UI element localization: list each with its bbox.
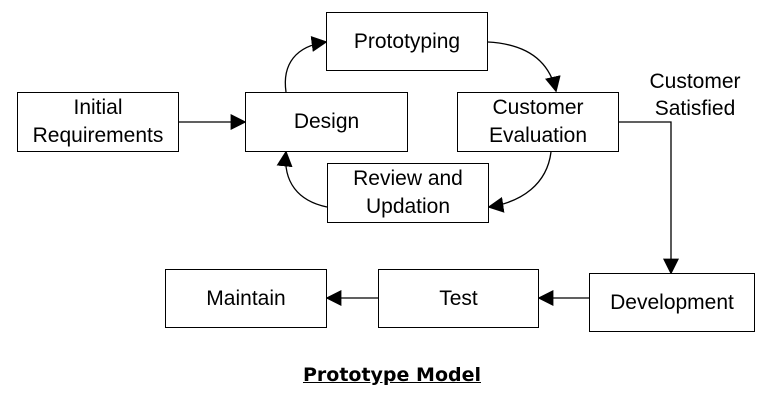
edge-label-customer-satisfied-line1: Customer bbox=[649, 70, 741, 93]
node-prototyping: Prototyping bbox=[326, 12, 488, 71]
node-initial-requirements: Initial Requirements bbox=[17, 92, 179, 152]
edge-label-customer-satisfied: Customer Satisfied bbox=[630, 68, 760, 122]
arrow-satisfied-to-development bbox=[619, 121, 679, 275]
node-initial-requirements-line2: Requirements bbox=[32, 124, 164, 147]
diagram-caption: Prototype Model bbox=[302, 364, 481, 386]
node-customer-evaluation-line2: Evaluation bbox=[488, 124, 588, 147]
node-test: Test bbox=[378, 269, 539, 328]
arrow-review-to-design bbox=[276, 150, 328, 208]
node-test-label: Test bbox=[439, 286, 478, 310]
arrow-evaluation-to-review bbox=[487, 151, 552, 213]
arrow-design-to-prototyping bbox=[284, 35, 328, 93]
node-customer-evaluation: Customer Evaluation bbox=[457, 92, 619, 152]
node-design: Design bbox=[245, 92, 408, 152]
arrow-prototyping-to-evaluation bbox=[487, 41, 561, 93]
node-initial-requirements-line1: Initial bbox=[73, 96, 123, 119]
node-maintain: Maintain bbox=[165, 269, 327, 328]
node-review-updation: Review and Updation bbox=[327, 163, 489, 223]
node-maintain-label: Maintain bbox=[206, 286, 286, 310]
node-review-updation-line2: Updation bbox=[365, 195, 451, 218]
edge-label-customer-satisfied-line2: Satisfied bbox=[654, 97, 736, 120]
node-prototyping-label: Prototyping bbox=[353, 29, 461, 53]
node-development-label: Development bbox=[610, 290, 734, 314]
node-development: Development bbox=[589, 273, 755, 332]
node-design-label: Design bbox=[293, 110, 360, 133]
node-customer-evaluation-line1: Customer bbox=[492, 96, 584, 119]
node-review-updation-line1: Review and bbox=[353, 167, 463, 190]
